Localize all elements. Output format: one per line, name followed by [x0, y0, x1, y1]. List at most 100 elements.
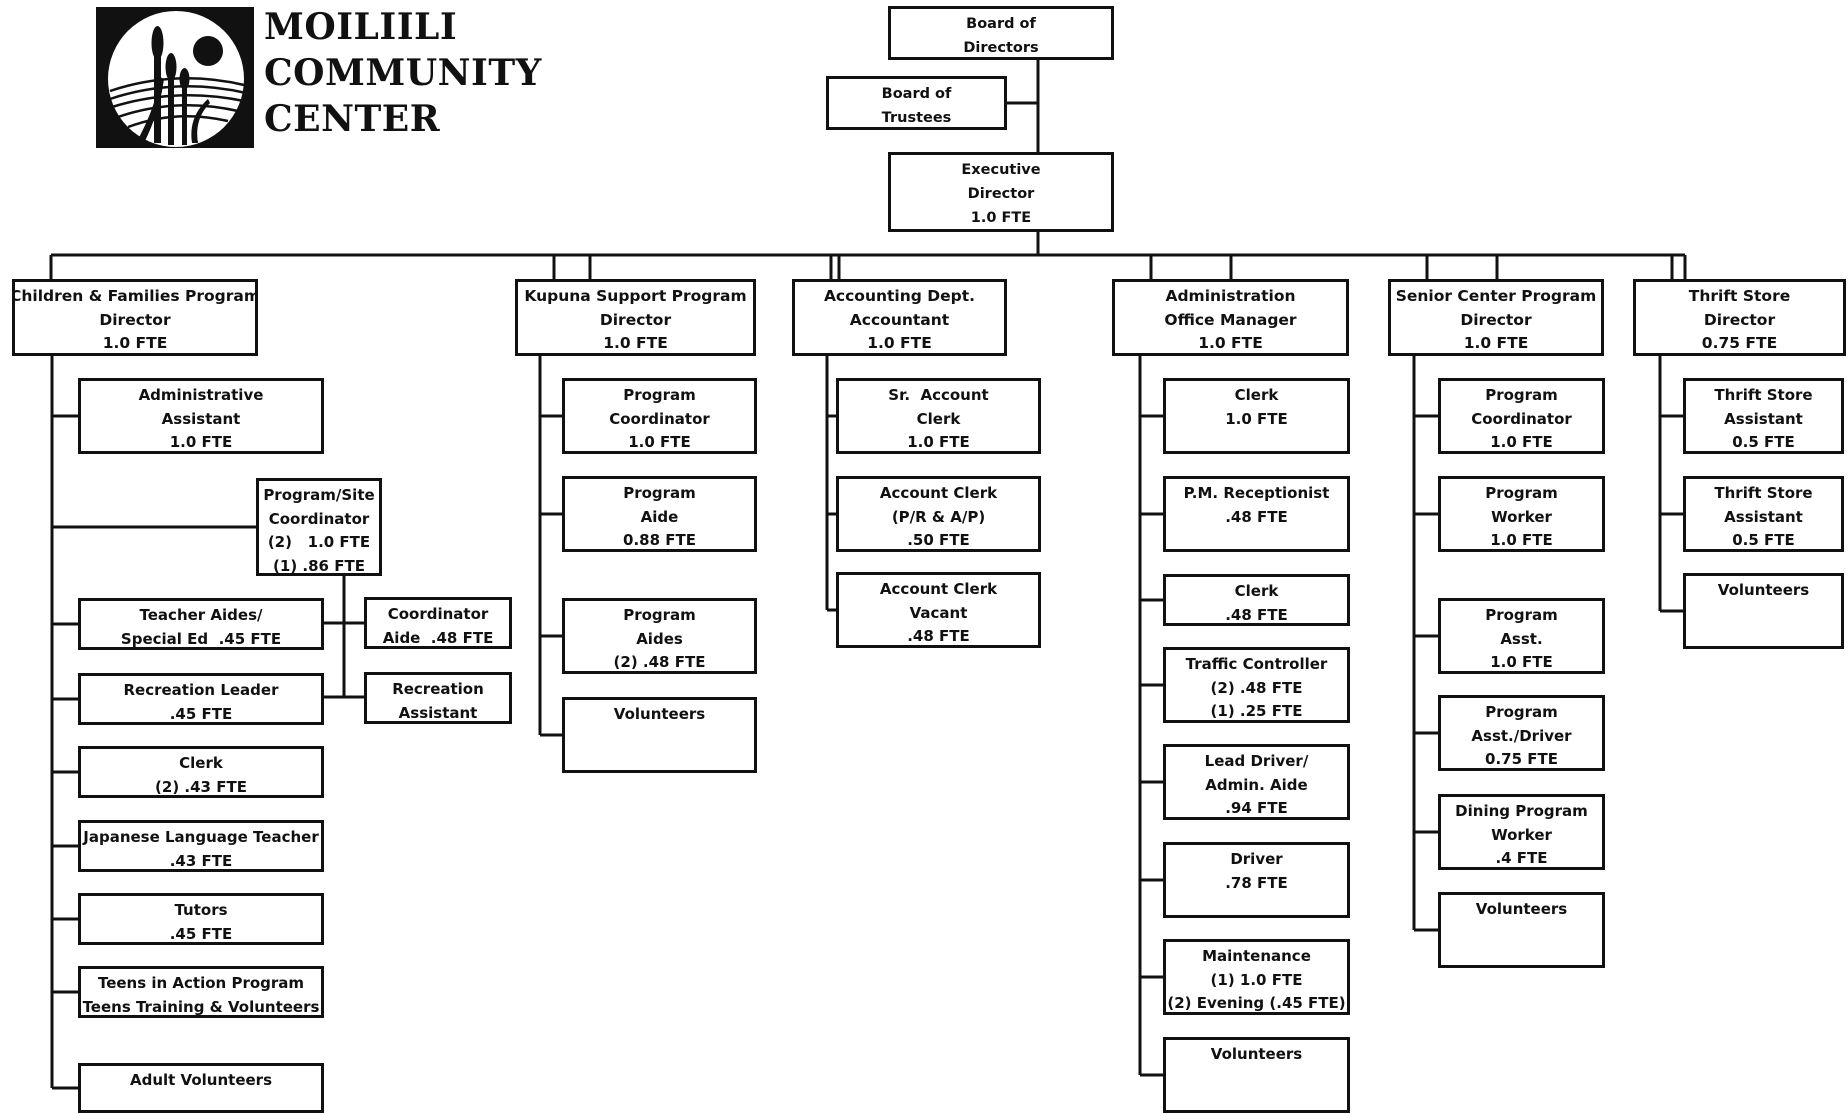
- staff-box-thrift-text-line: Thrift Store: [1714, 484, 1813, 502]
- staff-box-administration-text-line: .48 FTE: [1225, 507, 1288, 526]
- staff-box-thrift-text-line: Assistant: [1724, 507, 1803, 526]
- staff-box-administration-text-line: Clerk: [1234, 582, 1279, 600]
- staff-box-children-text-line: .45 FTE: [169, 704, 233, 723]
- dept-head-administration-text-line: Office Manager: [1164, 310, 1297, 329]
- staff-box-children: Tutors.45 FTE: [78, 893, 324, 945]
- staff-box-administration-text-line: Lead Driver/: [1204, 752, 1309, 770]
- staff-box-senior-text-line: Worker: [1491, 825, 1552, 844]
- org-name-wordmark: MOILIILI COMMUNITY CENTER: [264, 4, 542, 142]
- staff-box-administration-text-line: .94 FTE: [1225, 799, 1288, 817]
- dept-head-senior-text-line: 1.0 FTE: [1463, 334, 1529, 352]
- staff-box-kupuna-text-line: (2) .48 FTE: [613, 653, 706, 671]
- staff-box-thrift-text-line: Volunteers: [1717, 581, 1810, 599]
- dept-head-accounting: Accounting Dept. Accountant 1.0 FTE: [792, 279, 1007, 356]
- dept-head-thrift-text-line: Director: [1703, 310, 1776, 329]
- board-of-directors-box-text-line: Directors: [963, 40, 1039, 56]
- dept-head-thrift-text-line: 0.75 FTE: [1701, 334, 1778, 352]
- board-of-directors-box-text-line: Board of: [966, 16, 1036, 32]
- executive-director-box-text-line: Executive: [961, 162, 1041, 178]
- staff-box-senior-text-line: 0.75 FTE: [1485, 750, 1558, 768]
- staff-box-children-text-line: Tutors: [174, 901, 228, 919]
- dept-head-senior-text-line: Senior Center Program: [1395, 287, 1597, 305]
- staff-box-kupuna-text-line: Program: [623, 484, 696, 502]
- staff-box-kupuna-text-line: Program: [623, 386, 696, 404]
- staff-box-thrift: Volunteers: [1683, 573, 1844, 649]
- staff-box-administration-text-line: Driver: [1230, 850, 1283, 868]
- staff-box-kupuna-text-line: Program: [623, 606, 696, 624]
- staff-box-thrift-text-line: 0.5 FTE: [1732, 433, 1795, 451]
- staff-box-accounting-text-line: (P/R & A/P): [891, 507, 986, 526]
- staff-box-senior-text-line: 1.0 FTE: [1490, 531, 1553, 549]
- side-box-coordinator-aide-text-line: Coordinator: [387, 605, 489, 623]
- dept-head-children-text-line: Children & Families Program: [12, 287, 258, 305]
- staff-box-administration: Maintenance(1) 1.0 FTE(2) Evening (.45 F…: [1163, 939, 1350, 1015]
- side-box-recreation-assistant-text-line: Assistant: [398, 703, 478, 722]
- side-box-coordinator-aide-text-line: Aide .48 FTE: [382, 628, 494, 647]
- dept-head-accounting-text-line: Accountant: [849, 310, 950, 329]
- staff-box-senior-text-line: Program: [1485, 484, 1558, 502]
- staff-box-accounting-text-line: Sr. Account: [888, 386, 989, 404]
- staff-box-senior-text-line: Program: [1485, 703, 1558, 721]
- staff-box-accounting-text-line: 1.0 FTE: [907, 433, 970, 451]
- staff-box-kupuna: Volunteers: [562, 697, 757, 773]
- staff-box-senior-text-line: Asst./Driver: [1471, 726, 1572, 745]
- staff-box-thrift-text-line: Thrift Store: [1714, 386, 1813, 404]
- staff-box-kupuna-text-line: Volunteers: [613, 705, 706, 723]
- staff-box-children-text-line: Recreation Leader: [123, 681, 279, 699]
- staff-box-senior-text-line: Dining Program: [1455, 802, 1588, 820]
- executive-director-box-text-line: 1.0 FTE: [970, 210, 1032, 226]
- dept-head-kupuna-text-line: 1.0 FTE: [603, 334, 668, 352]
- staff-box-thrift-text-line: Assistant: [1724, 409, 1803, 428]
- staff-box-kupuna-text-line: Aide: [640, 507, 679, 526]
- staff-box-accounting-text-line: Account Clerk: [879, 484, 998, 502]
- staff-box-kupuna-text-line: 1.0 FTE: [628, 433, 691, 451]
- staff-box-senior: Volunteers: [1438, 892, 1605, 968]
- staff-box-administration: Traffic Controller(2) .48 FTE(1) .25 FTE: [1163, 647, 1350, 723]
- executive-director-box-text-line: Director: [967, 186, 1035, 202]
- staff-box-administration-text-line: Clerk: [1234, 386, 1279, 404]
- board-of-trustees-box-text-line: Trustees: [881, 110, 952, 126]
- dept-head-administration-text-line: 1.0 FTE: [1198, 334, 1263, 352]
- staff-box-administration-text-line: .48 FTE: [1225, 605, 1288, 624]
- staff-box-senior-text-line: 1.0 FTE: [1490, 653, 1553, 671]
- staff-box-accounting-text-line: Account Clerk: [879, 580, 998, 598]
- staff-box-children-text-line: .43 FTE: [169, 851, 233, 870]
- staff-box-accounting-text-line: Clerk: [916, 409, 961, 428]
- staff-box-children-text-line: (2) .43 FTE: [155, 777, 247, 796]
- community-center-logo: [96, 7, 254, 148]
- staff-box-administration-text-line: (1) .25 FTE: [1210, 702, 1303, 720]
- dept-head-accounting-text-line: 1.0 FTE: [867, 334, 932, 352]
- staff-box-children-text-line: Special Ed .45 FTE: [120, 629, 282, 648]
- dept-head-thrift-text-line: Thrift Store: [1688, 287, 1791, 305]
- staff-box-administration: Driver.78 FTE: [1163, 842, 1350, 918]
- dept-head-accounting-text-line: Accounting Dept.: [823, 287, 976, 305]
- staff-box-administration-text-line: P.M. Receptionist: [1183, 484, 1330, 502]
- staff-box-senior-text-line: Volunteers: [1475, 900, 1568, 918]
- staff-box-children: Recreation Leader .45 FTE: [78, 673, 324, 725]
- dept-head-senior-text-line: Director: [1460, 310, 1532, 329]
- staff-box-children-text-line: Teacher Aides/: [139, 606, 263, 624]
- dept-head-kupuna-text-line: Director: [599, 310, 672, 329]
- staff-box-children-text-line: Assistant: [161, 409, 241, 428]
- staff-box-children-text-line: (1) .86 FTE: [273, 556, 365, 575]
- staff-box-children-text-line: (2) 1.0 FTE: [267, 533, 371, 551]
